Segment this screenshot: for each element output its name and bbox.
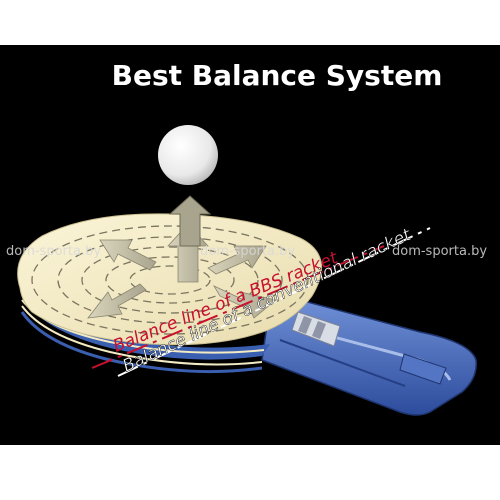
page-title: Best Balance System: [112, 59, 443, 92]
upward-arrow: [168, 195, 212, 247]
ball-icon: [158, 125, 218, 185]
balance-rings: [31, 225, 309, 335]
watermark-center: dom-sporta.by: [200, 244, 295, 259]
conventional-balance-line: [117, 227, 431, 377]
watermark-left: dom-sporta.by: [6, 244, 101, 259]
watermark-right: dom-sporta.by: [392, 244, 487, 259]
racket-handle: [261, 299, 477, 416]
bbs-balance-line: [91, 245, 385, 369]
